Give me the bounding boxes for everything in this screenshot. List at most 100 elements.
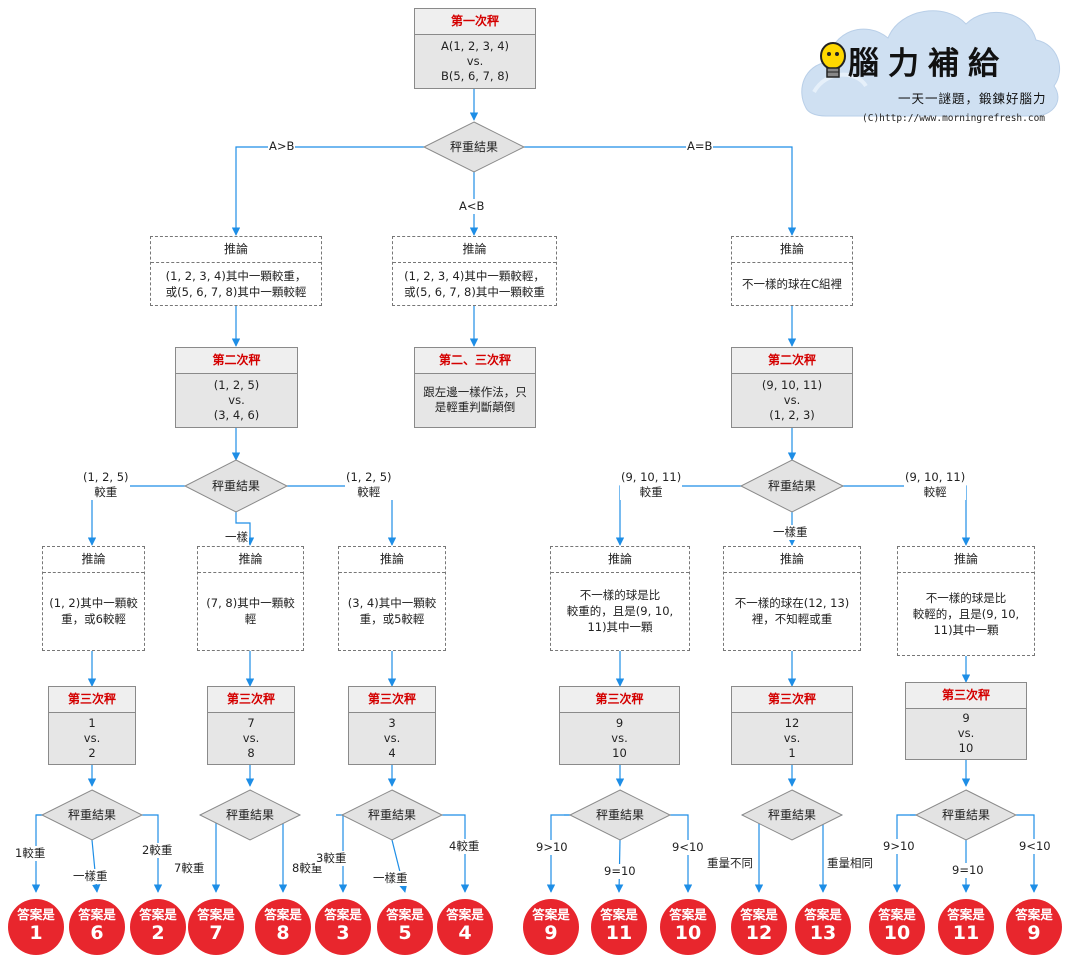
answer-number: 11 [952,922,980,944]
inference-box-line: (1, 2)其中一顆較 [49,596,138,610]
answer-prefix: 答案是 [1015,907,1053,922]
decision-diamond [40,789,144,841]
inference-box-line: 裡，不知輕或重 [751,612,833,626]
edge-label-line: 8較重 [292,861,323,875]
weighing-box-title: 第三次秤 [349,687,435,713]
connector-arrow [91,839,101,893]
inference-box-iAltB: 推論(1, 2, 3, 4)其中一顆較輕，或(5, 6, 7, 8)其中一顆較重 [392,236,557,306]
weighing-box-line: 1 [88,715,96,730]
inference-box-body: 不一樣的球在C組裡 [732,262,852,305]
edge-label-e_right: 重量相同 [826,856,874,871]
answer-number: 9 [544,922,558,944]
weighing-box-line: vs. [611,730,628,745]
connector-arrow [231,146,424,236]
decision-diamond [340,789,444,841]
edge-label-line: 2較重 [142,843,173,857]
weighing-box-line: 10 [958,741,974,755]
connector-arrow [200,814,221,893]
weighing-box-line: 12 [784,715,800,730]
connector-arrow [442,814,470,893]
inference-box-iL1: 推論(1, 2)其中一顆較重，或6較輕 [42,546,145,651]
inference-box-line: (1, 2, 3, 4)其中一顆較輕， [404,268,545,283]
weighing-box-line: 3 [388,715,396,730]
weighing-box-title: 第二次秤 [732,348,852,374]
inference-box-line: 或(5, 6, 7, 8)其中一顆較輕 [165,284,307,299]
edge-label-line: 較重 [94,485,118,499]
edge-label-d1_mid: A<B [458,199,486,214]
edge-label-d_mid: 9=10 [603,864,637,879]
connector-arrow [818,814,842,893]
answer-prefix: 答案是 [532,907,570,922]
weighing-box-line: vs. [466,53,484,68]
inference-box-line: 11)其中一顆 [933,622,999,637]
edge-label-c_right: 4較重 [448,839,481,854]
edge-label-f_left: 9>10 [882,839,916,854]
answer-prefix: 答案是 [17,907,55,922]
edge-label-line: 9>10 [536,840,568,854]
edge-label-line: 3較重 [316,851,347,865]
edge-label-dR_mid: 一樣重 [772,525,809,540]
brand-url: (C)http://www.morningrefresh.com [862,113,1046,124]
answer-prefix: 答案是 [78,907,116,922]
inference-box-text: 不一樣的球是比較重的，且是(9, 10,11)其中一顆 [567,587,673,635]
inference-box-title: 推論 [339,547,445,573]
inference-box-title: 推論 [43,547,144,573]
inference-box-text: (1, 2, 3, 4)其中一顆較重，或(5, 6, 7, 8)其中一顆較輕 [166,268,307,300]
decision-diamond [914,789,1018,841]
connector-arrow [235,512,255,546]
inference-box-line: (3, 4)其中一顆較 [347,596,437,610]
weighing-box-title: 第二、三次秤 [415,348,535,374]
weighing-box-text: (1, 2, 5)vs.(3, 4, 6) [214,378,260,423]
answer-prefix: 答案是 [669,907,707,922]
inference-box-text: (1, 2, 3, 4)其中一顆較輕，或(5, 6, 7, 8)其中一顆較重 [404,268,545,300]
answer-prefix: 答案是 [197,907,235,922]
answer-prefix: 答案是 [324,907,362,922]
connector-arrow [142,814,163,893]
inference-box-text: 不一樣的球是比較輕的，且是(9, 10,11)其中一顆 [913,590,1019,638]
edge-label-line: 較輕 [923,485,947,499]
decision-diamond [183,459,289,513]
answer-number: 10 [883,922,911,944]
weighing-box-line: vs. [783,392,801,407]
weighing-box-text: A(1, 2, 3, 4)vs.B(5, 6, 7, 8) [441,39,509,84]
lightbulb-icon [820,42,846,78]
decision-label: 秤重結果 [941,808,990,822]
edge-label-line: 4較重 [449,839,480,853]
connector-arrow [742,814,764,893]
edge-label-line: 一樣 [225,530,248,544]
answer-number: 5 [398,922,412,944]
edge-label-line: (1, 2, 5) [346,470,392,484]
edge-label-dR_left: (9, 10, 11)較重 [620,470,683,500]
inference-box-line: 較重的，且是(9, 10, [566,604,674,618]
decision-label: 秤重結果 [595,808,644,822]
answer-number: 6 [90,922,104,944]
inference-box-title: 推論 [151,237,321,263]
connector-arrow [278,814,300,893]
edge-label-line: (9, 10, 11) [905,470,966,484]
edge-label-c_mid: 一樣重 [372,871,409,886]
inference-box-body: (7, 8)其中一顆較輕 [198,572,303,650]
connector-arrow [670,814,693,893]
inference-box-iL3: 推論(3, 4)其中一顆較重，或5較輕 [338,546,446,651]
weighing-box-body: 跟左邊一樣作法，只是輕重判斷顛倒 [415,373,535,427]
inference-box-text: (7, 8)其中一顆較輕 [206,595,294,627]
edge-label-line: 9<10 [672,840,704,854]
